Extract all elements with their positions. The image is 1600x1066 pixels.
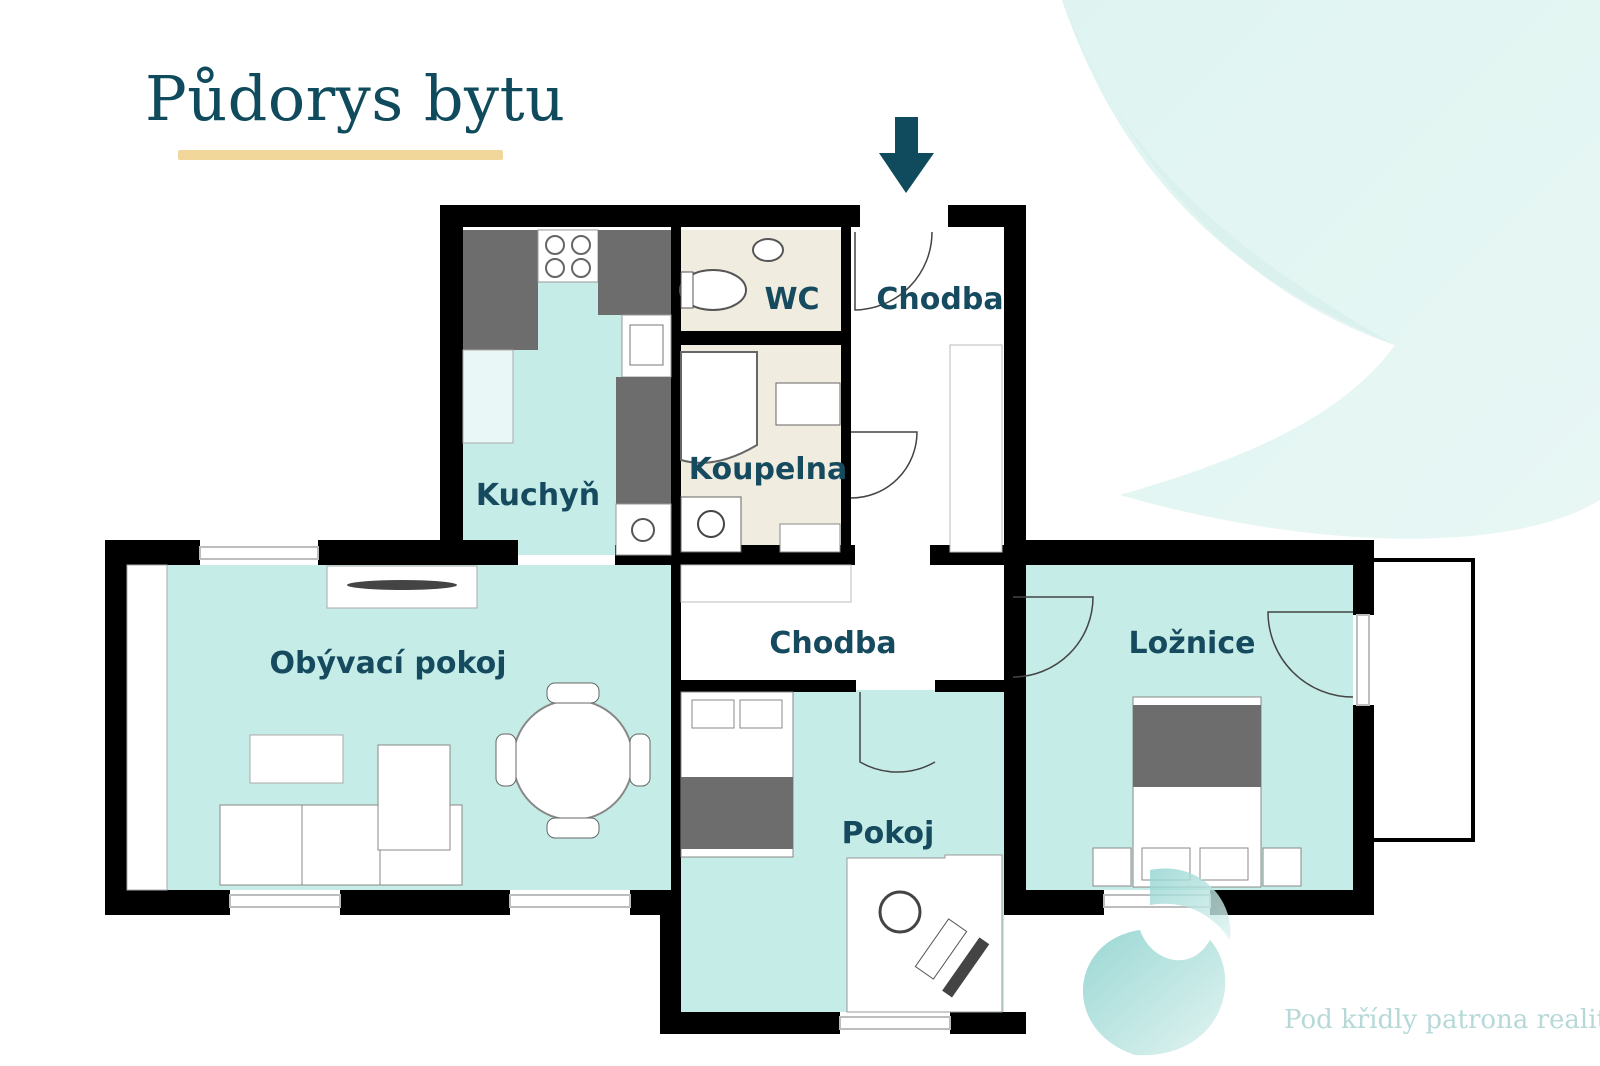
bedroom-furniture xyxy=(1092,611,1354,888)
walls xyxy=(105,205,1374,1034)
room-label-kitchen: Kuchyň xyxy=(476,478,600,513)
chair-icon xyxy=(629,733,651,787)
room-label-bedroom: Ložnice xyxy=(1129,626,1256,661)
hallway-middle-fixtures xyxy=(680,564,1094,773)
room-label-bathroom: Koupelna xyxy=(689,452,847,487)
bathroom-fixtures xyxy=(680,351,841,553)
toilet-icon xyxy=(679,269,747,311)
washing-machine-icon xyxy=(680,496,742,553)
room-label-living-room: Obývací pokoj xyxy=(270,646,507,681)
room-label-hallway-top: Chodba xyxy=(876,282,1003,317)
bathroom-door-swing xyxy=(850,431,918,499)
desk xyxy=(846,854,1003,1013)
wc-fixtures xyxy=(679,238,784,311)
bathroom-sink-icon xyxy=(775,382,841,426)
appliance-icon xyxy=(631,518,655,542)
monitor-icon xyxy=(942,937,990,998)
bedroom-door-swing xyxy=(1012,596,1094,678)
leaf-shape-large xyxy=(1062,0,1600,539)
logo-shape xyxy=(1082,930,1226,1056)
room-label-room: Pokoj xyxy=(842,816,935,851)
stove-burner-icon xyxy=(571,235,591,255)
title-underline xyxy=(178,150,503,160)
logo-wing xyxy=(1150,868,1231,940)
chair-icon xyxy=(495,733,517,787)
sink-icon xyxy=(629,324,664,366)
room-door-swing xyxy=(859,692,936,773)
stove-burner-icon xyxy=(545,235,565,255)
watermark: Pod křídly patrona realit xyxy=(1284,1005,1600,1035)
office-chair-icon xyxy=(878,890,922,934)
page-title: Půdorys bytu xyxy=(145,62,566,135)
living-room-furniture xyxy=(126,564,651,891)
balcony xyxy=(1356,558,1475,842)
room-furniture xyxy=(680,691,1003,1013)
hallway-fixtures xyxy=(850,231,1003,553)
armchair-icon xyxy=(377,744,451,851)
balcony-door-swing xyxy=(1267,611,1354,698)
chair-icon xyxy=(546,682,600,704)
room-label-hallway-middle: Chodba xyxy=(769,626,896,661)
bathtub-icon xyxy=(680,351,758,464)
chair-icon xyxy=(546,817,600,839)
tv-icon xyxy=(347,580,457,590)
dining-table-icon xyxy=(512,699,634,821)
keyboard-icon xyxy=(914,918,968,980)
stove-burner-icon xyxy=(545,258,565,278)
entrance-arrow-icon xyxy=(879,117,934,193)
stove-burner-icon xyxy=(571,258,591,278)
coffee-table xyxy=(249,734,344,784)
kitchen-units xyxy=(462,229,672,556)
room-label-wc: WC xyxy=(764,282,819,317)
nightstand-icon xyxy=(1262,847,1302,887)
wc-sink-icon xyxy=(752,238,784,262)
nightstand-icon xyxy=(1092,847,1132,887)
entrance-door-swing xyxy=(854,231,933,311)
